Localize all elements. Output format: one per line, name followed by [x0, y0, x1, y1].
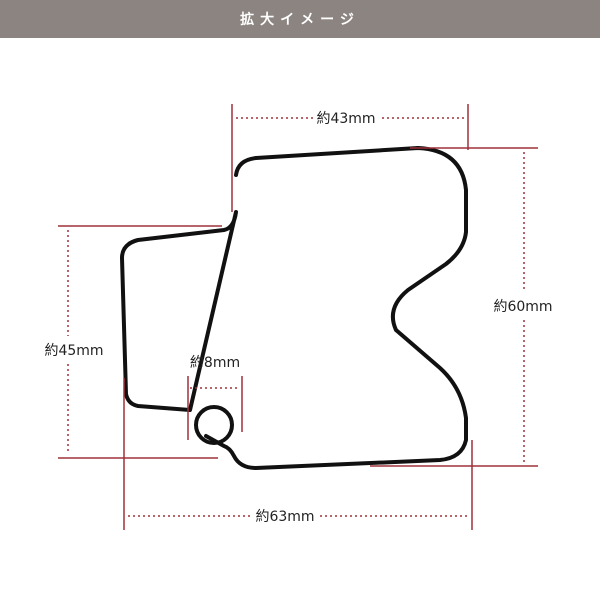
label-left-height: 約45mm	[44, 343, 103, 359]
guide-lines	[58, 104, 538, 530]
dimension-lines	[67, 117, 525, 517]
gasket-outline	[120, 146, 468, 470]
label-top-width: 約43mm	[316, 111, 375, 127]
label-bottom-width: 約63mm	[255, 509, 314, 525]
label-hole-diameter: 約8mm	[190, 355, 240, 371]
header-title: 拡大イメージ	[240, 12, 360, 28]
header-bar: 拡大イメージ	[0, 0, 600, 38]
label-right-height: 約60mm	[493, 299, 552, 315]
